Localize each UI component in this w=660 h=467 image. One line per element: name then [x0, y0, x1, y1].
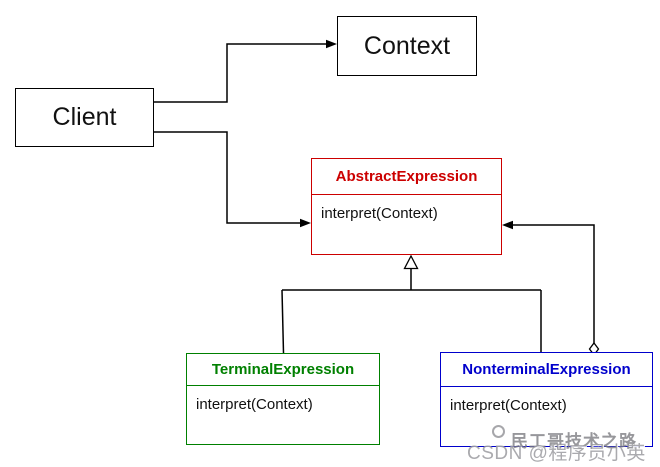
client-label: Client	[52, 103, 117, 131]
edge-client-abstract	[154, 131, 300, 224]
terminal-expression-title: TerminalExpression	[187, 354, 379, 386]
arrowhead-abstract-left	[300, 218, 311, 228]
context-label: Context	[363, 31, 451, 60]
edge-terminal-branch	[281, 289, 285, 354]
edge-nonterminal-aggregation	[513, 224, 595, 344]
class-node-context: Context	[337, 16, 477, 76]
watermark-csdn: CSDN @程序员小英	[467, 443, 646, 464]
edge-client-context	[154, 43, 326, 103]
terminal-expression-method: interpret(Context)	[196, 396, 313, 413]
class-node-nonterminal-expression: NonterminalExpression interpret(Context)	[440, 352, 653, 447]
arrowhead-context	[326, 39, 337, 49]
nonterminal-expression-title: NonterminalExpression	[441, 353, 652, 387]
watermark-brand: 民工哥技术之路	[511, 432, 637, 451]
class-node-abstract-expression: AbstractExpression interpret(Context)	[311, 158, 502, 255]
class-node-terminal-expression: TerminalExpression interpret(Context)	[186, 353, 380, 445]
nonterminal-expression-method: interpret(Context)	[450, 397, 567, 414]
class-node-client: Client	[15, 88, 154, 147]
abstract-expression-method: interpret(Context)	[321, 205, 438, 222]
watermark-logo	[492, 425, 505, 438]
inheritance-triangle	[403, 254, 419, 270]
abstract-expression-title: AbstractExpression	[312, 159, 501, 195]
arrowhead-abstract-right	[502, 220, 513, 230]
